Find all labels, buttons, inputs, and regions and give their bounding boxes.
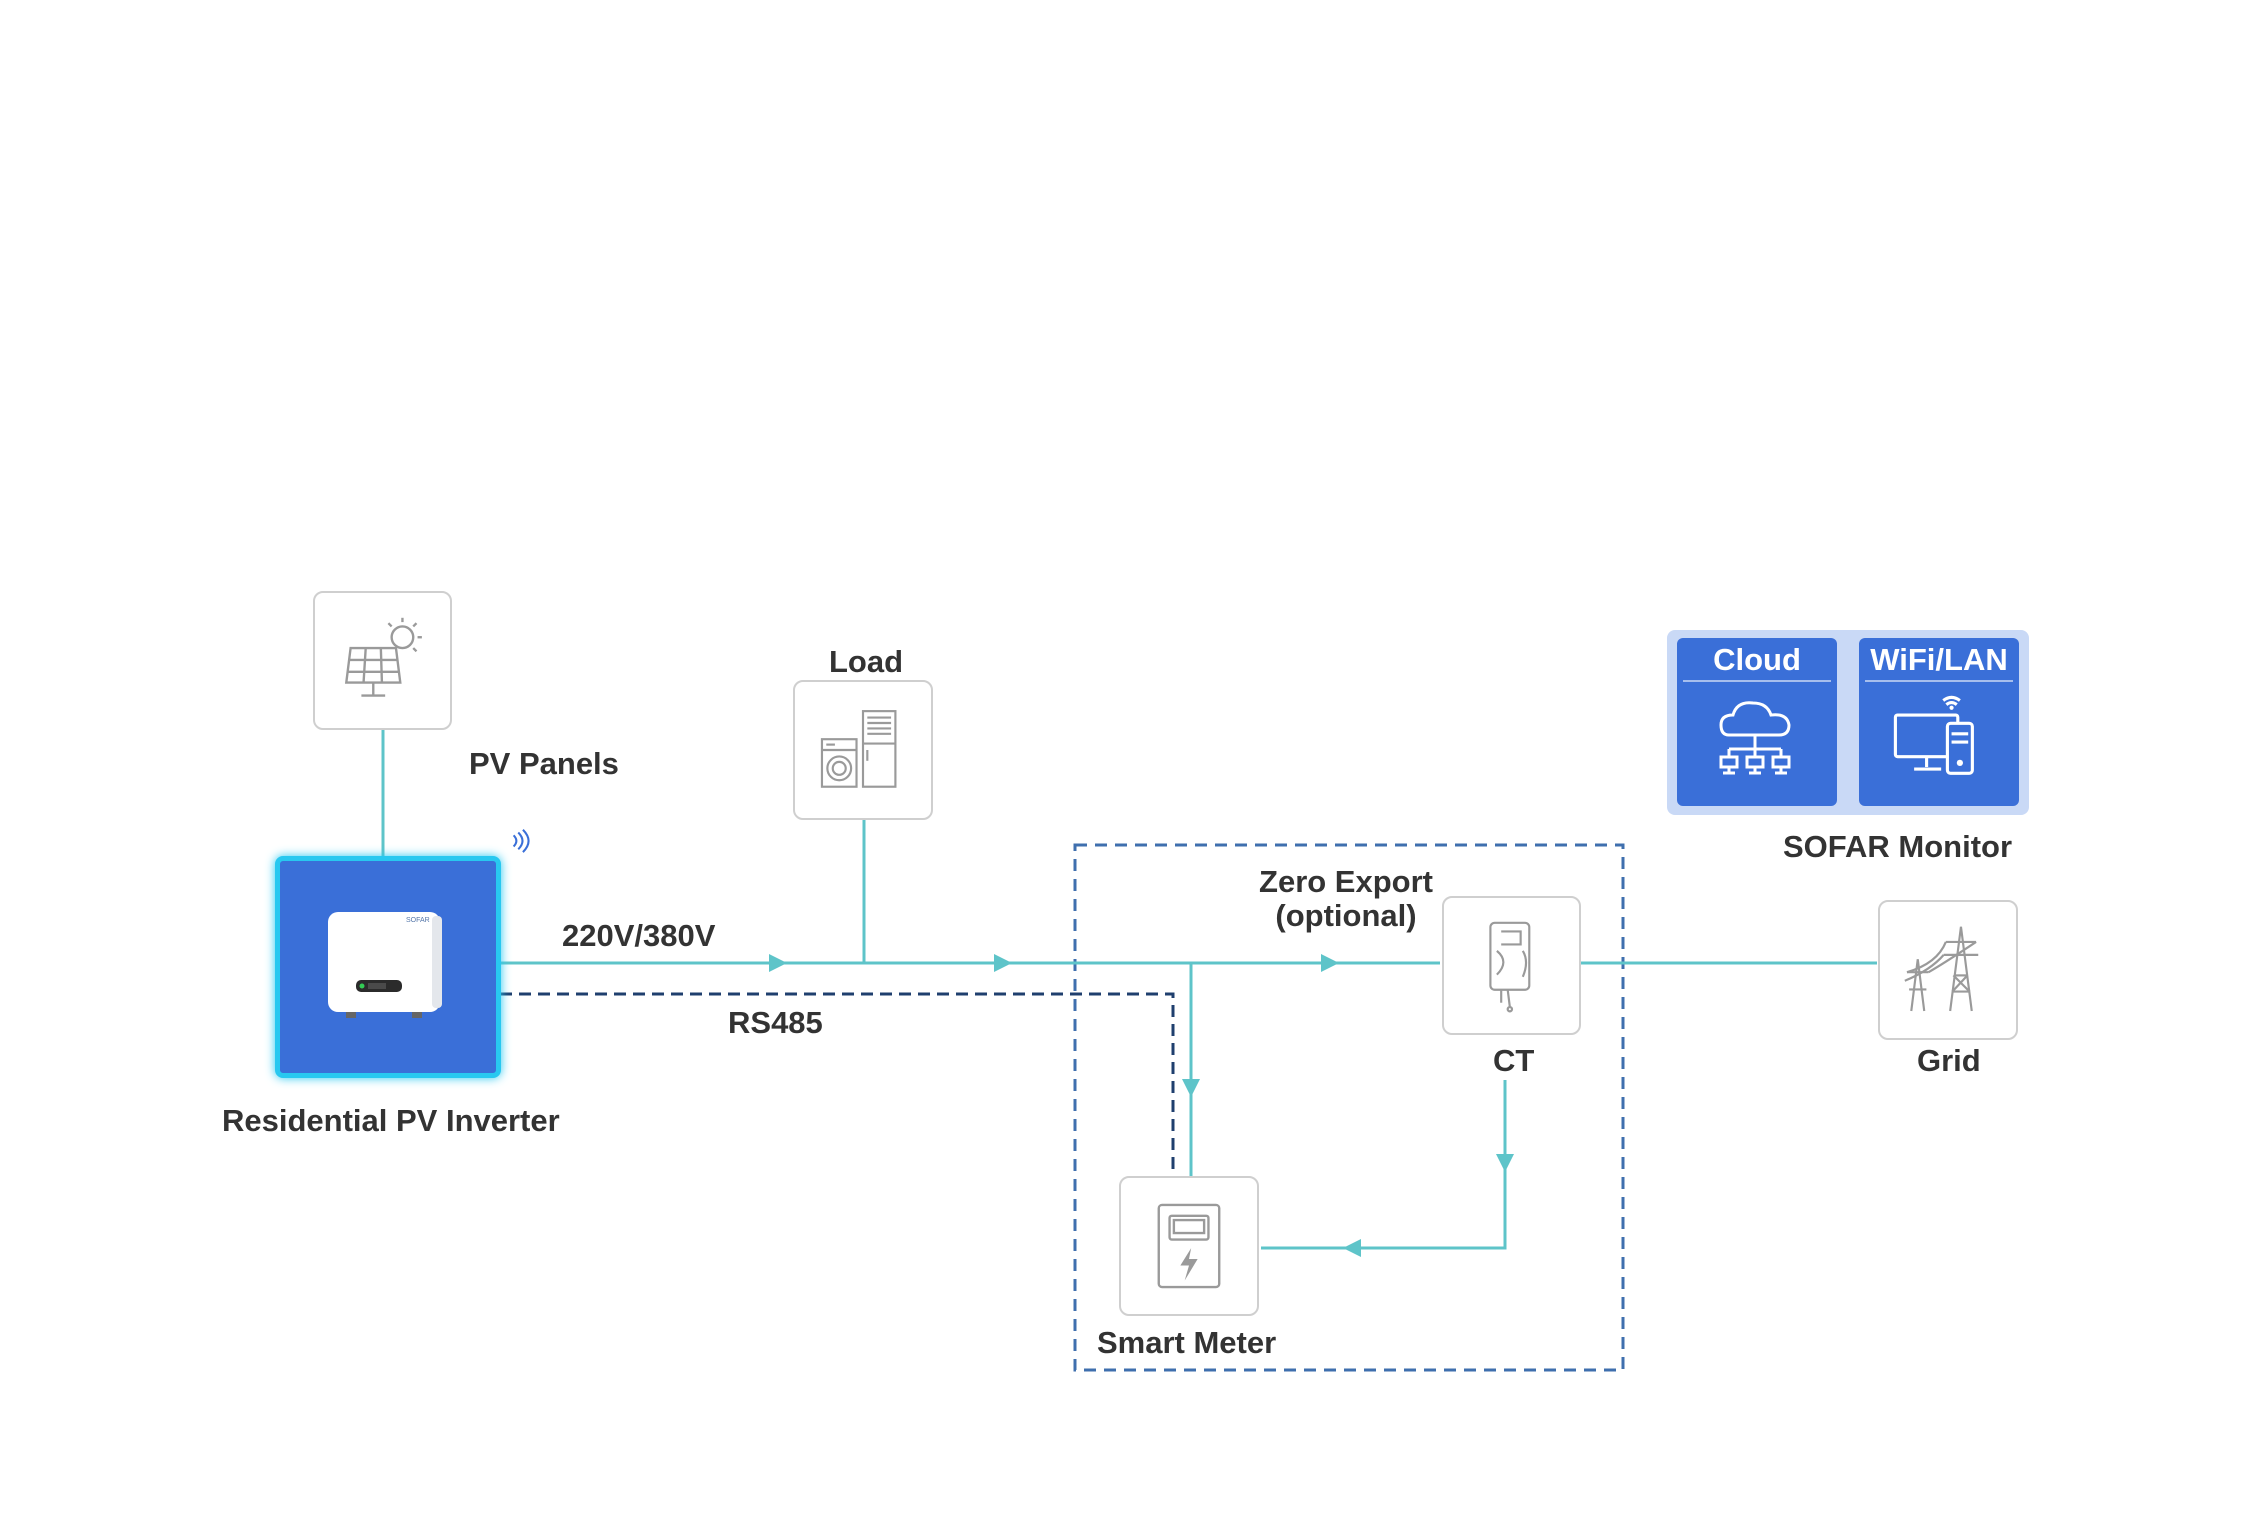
load-label: Load — [829, 644, 904, 679]
computer-wifi-icon — [1893, 695, 1974, 775]
monitor-label: SOFAR Monitor — [1783, 829, 2013, 864]
wifi-lan-divider — [1865, 680, 2013, 682]
cloud-tile: Cloud — [1677, 638, 1837, 806]
wifi-lan-tile: WiFi/LAN — [1859, 638, 2019, 806]
wifi-lan-label: WiFi/LAN — [1870, 642, 2008, 677]
pv-panels-label: PV Panels — [469, 746, 619, 781]
cloud-divider — [1683, 680, 1831, 682]
rs485-line — [500, 992, 1175, 1176]
smart-meter-icon — [1157, 1203, 1221, 1289]
ct-label: CT — [1493, 1043, 1535, 1078]
grid-label: Grid — [1917, 1043, 1981, 1078]
voltage-label: 220V/380V — [562, 918, 716, 953]
zero-export-line1: Zero Export — [1259, 864, 1433, 899]
inverter-label: Residential PV Inverter — [222, 1103, 560, 1138]
inverter-brand: SOFAR — [406, 917, 430, 924]
transmission-tower-icon — [1904, 926, 1979, 1012]
grid-box — [1878, 900, 2018, 1040]
inverter-icon: SOFAR — [328, 912, 442, 1018]
ct-box — [1442, 896, 1581, 1035]
zero-export-line2: (optional) — [1275, 898, 1417, 934]
monitor-panel: Cloud WiFi/LAN — [1667, 630, 2029, 815]
smart-meter-box — [1119, 1176, 1259, 1316]
cloud-label: Cloud — [1713, 642, 1801, 677]
smart-meter-label: Smart Meter — [1097, 1325, 1277, 1360]
load-box — [793, 680, 933, 820]
solar-panel-icon — [344, 617, 422, 697]
rs485-label: RS485 — [728, 1005, 823, 1040]
ct-to-meter-line — [1261, 1080, 1507, 1250]
wifi-signal-icon — [512, 829, 530, 853]
cloud-network-icon — [1719, 701, 1791, 775]
appliances-icon — [820, 710, 897, 788]
zero-export-label: Zero Export (optional) — [1236, 864, 1456, 934]
pv-panels-box — [313, 591, 452, 730]
inverter-box: SOFAR — [275, 856, 501, 1078]
current-transformer-icon — [1489, 921, 1531, 1013]
zero-export-zone — [1073, 843, 1625, 1372]
